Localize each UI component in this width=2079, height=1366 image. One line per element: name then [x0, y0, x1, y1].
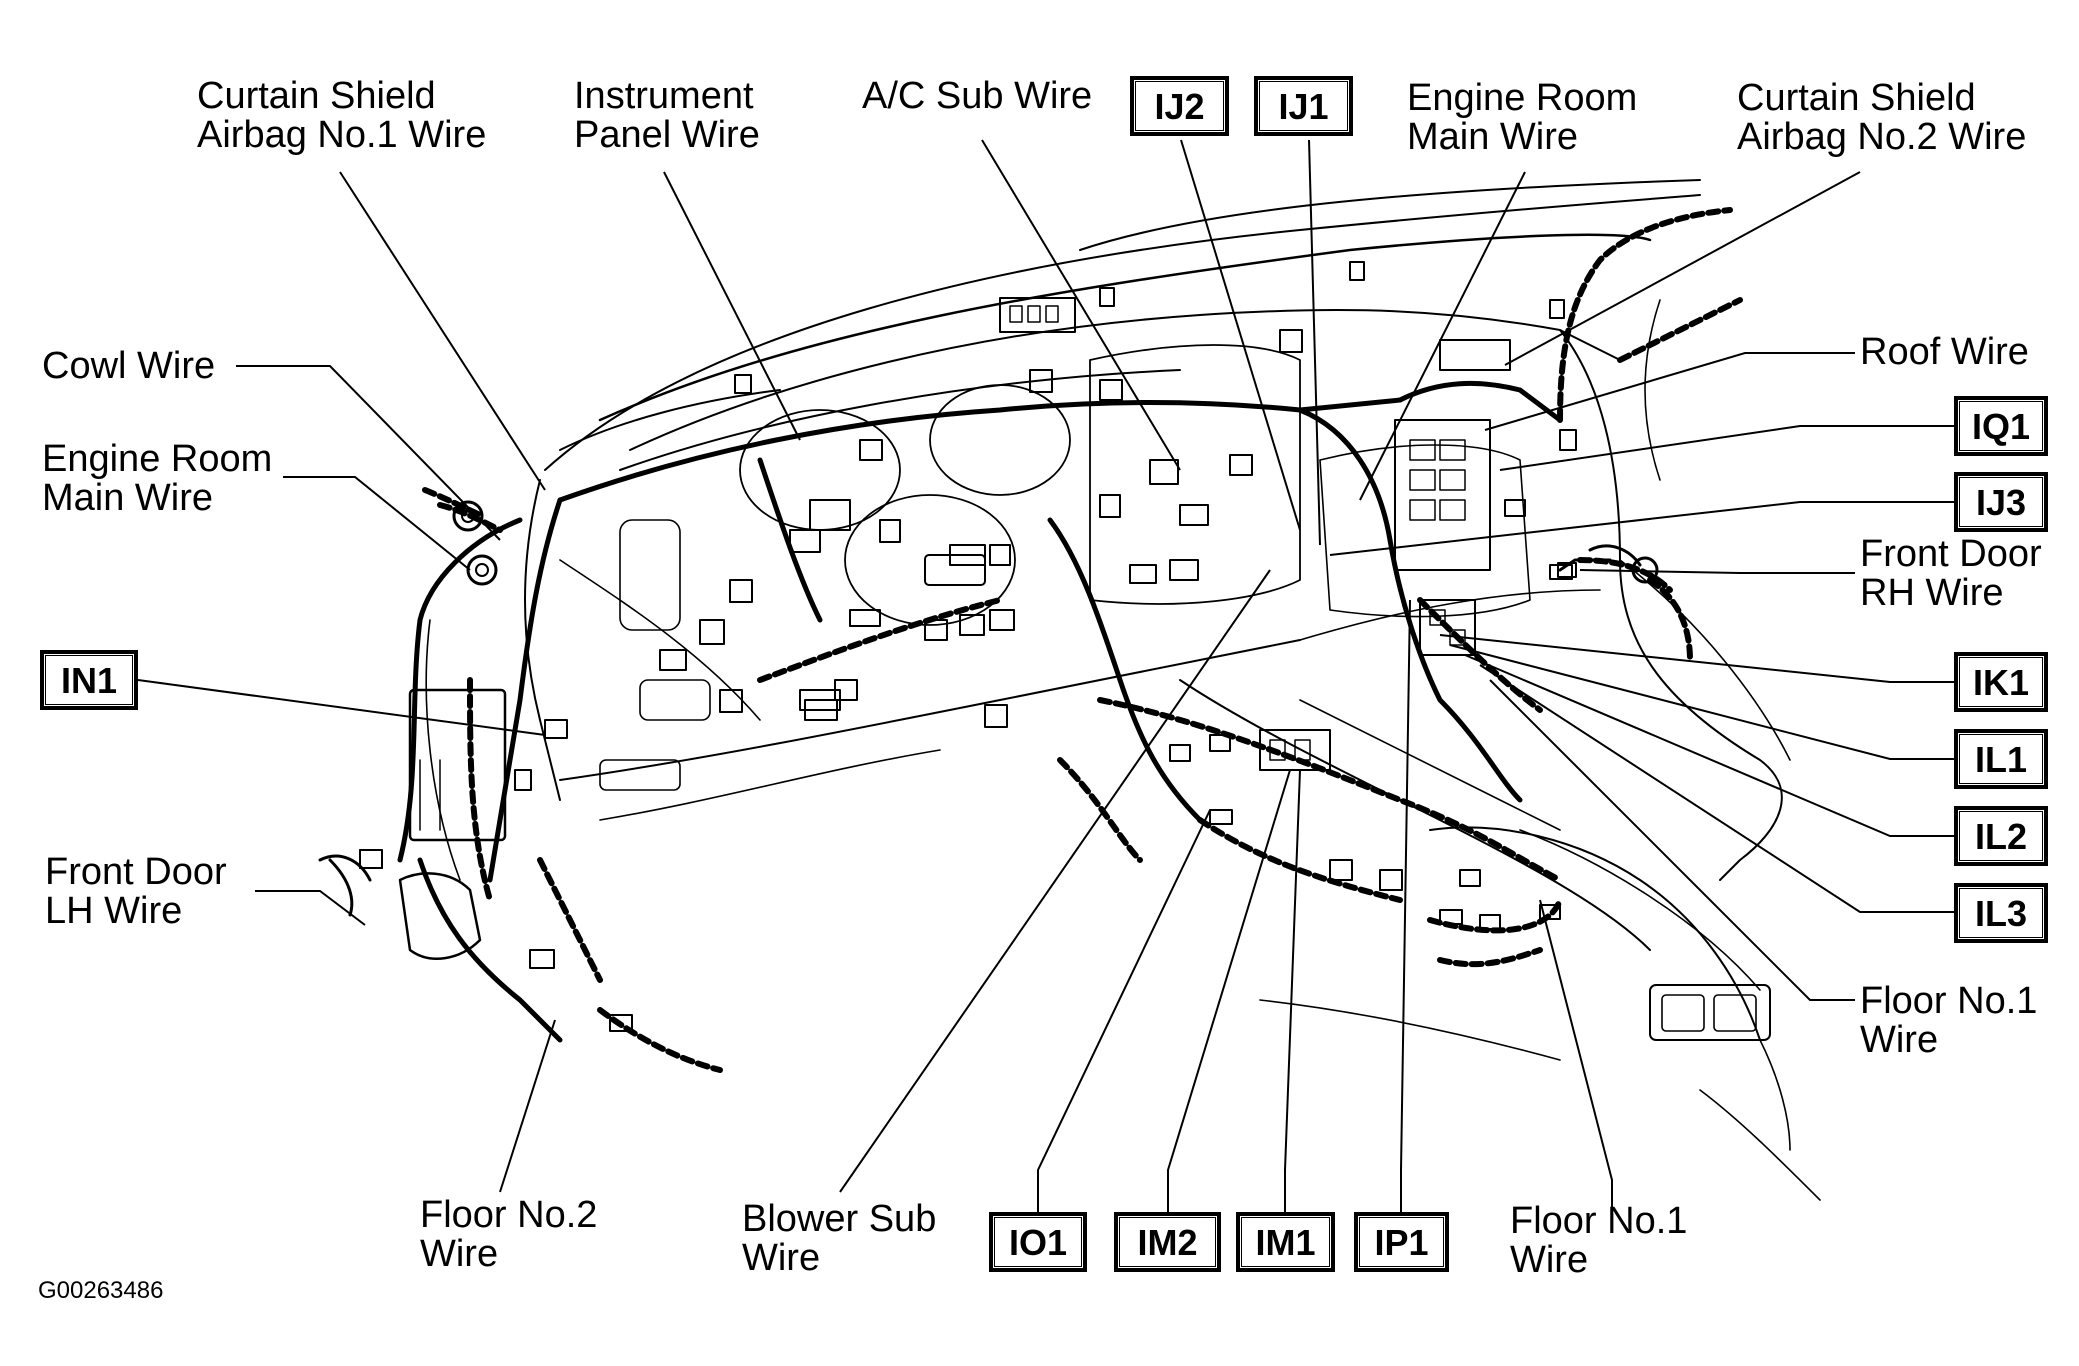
label-blower-sub-wire: Blower Sub Wire — [742, 1198, 937, 1279]
connector-im1: IM1 — [1236, 1212, 1335, 1272]
label-front-door-rh-wire: Front Door RH Wire — [1860, 533, 2042, 614]
figure-id: G00263486 — [38, 1277, 164, 1304]
connector-ip1: IP1 — [1354, 1212, 1449, 1272]
label-floor-no2-wire: Floor No.2 Wire — [420, 1194, 598, 1275]
connector-im2: IM2 — [1114, 1212, 1221, 1272]
label-curtain-shield-airbag-no1-wire: Curtain Shield Airbag No.1 Wire — [197, 75, 487, 156]
connector-il1: IL1 — [1954, 729, 2048, 789]
connector-il3: IL3 — [1954, 883, 2048, 943]
connector-ij2: IJ2 — [1130, 76, 1229, 136]
connector-io1: IO1 — [989, 1212, 1087, 1272]
label-ac-sub-wire: A/C Sub Wire — [862, 75, 1093, 117]
label-curtain-shield-airbag-no2-wire: Curtain Shield Airbag No.2 Wire — [1737, 77, 2027, 158]
label-floor-no1-wire-bottom: Floor No.1 Wire — [1510, 1200, 1688, 1281]
connector-ik1: IK1 — [1954, 652, 2048, 712]
label-engine-room-main-wire-top: Engine Room Main Wire — [1407, 77, 1638, 158]
label-front-door-lh-wire: Front Door LH Wire — [45, 851, 227, 932]
label-floor-no1-wire-right: Floor No.1 Wire — [1860, 980, 2038, 1061]
connector-iq1: IQ1 — [1954, 396, 2048, 456]
connector-il2: IL2 — [1954, 806, 2048, 866]
label-roof-wire: Roof Wire — [1860, 331, 2029, 373]
label-instrument-panel-wire: Instrument Panel Wire — [574, 75, 760, 156]
connector-ij1: IJ1 — [1254, 76, 1353, 136]
label-cowl-wire: Cowl Wire — [42, 345, 216, 387]
connector-ij3: IJ3 — [1954, 472, 2048, 532]
label-engine-room-main-wire-left: Engine Room Main Wire — [42, 438, 273, 519]
connector-in1: IN1 — [40, 650, 138, 710]
